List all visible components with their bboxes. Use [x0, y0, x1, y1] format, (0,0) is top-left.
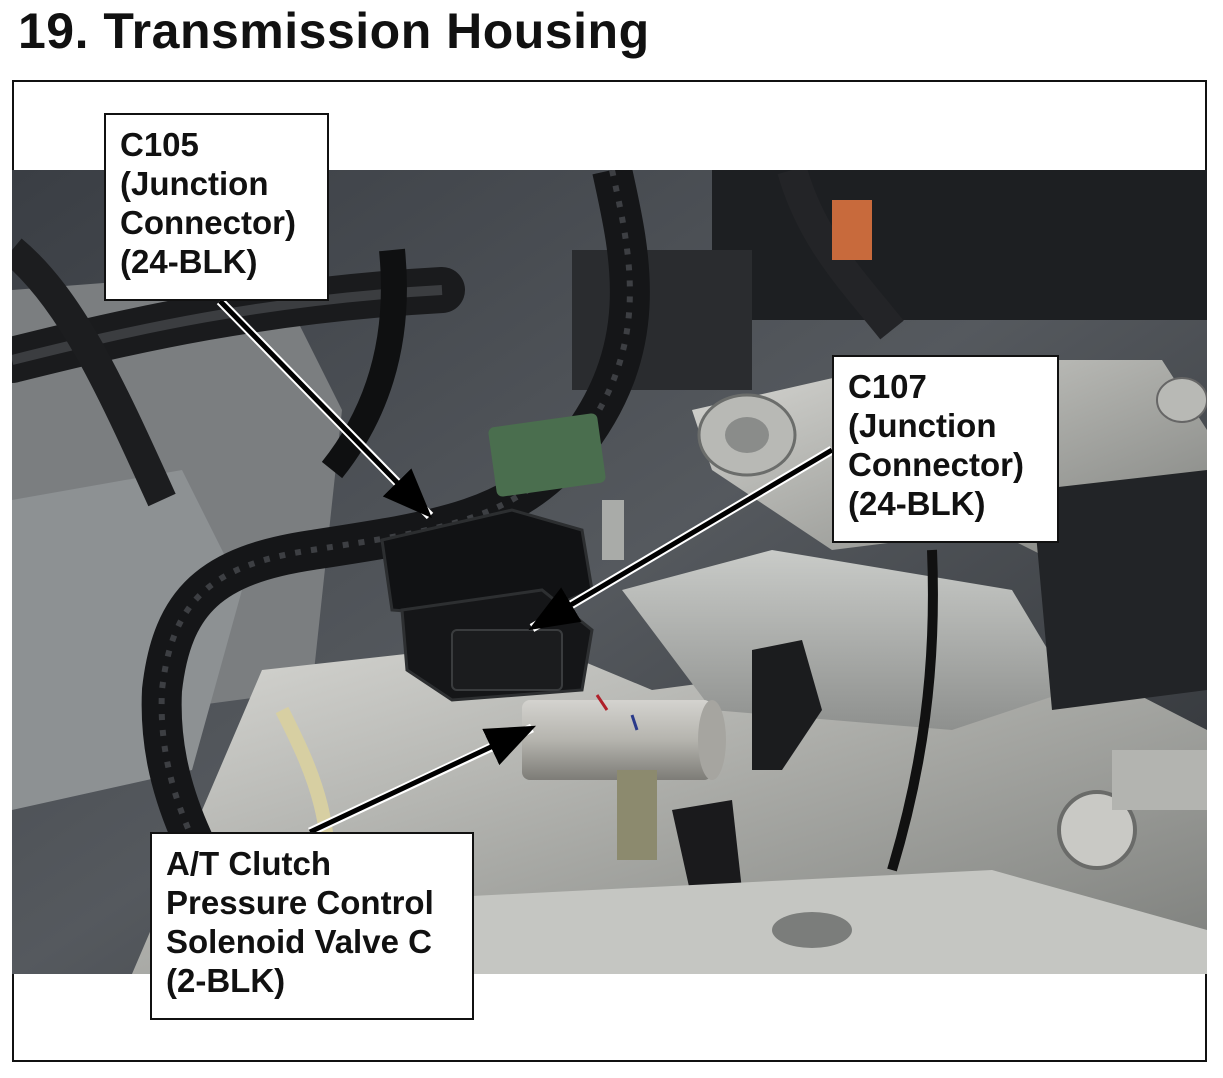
callout-line: Connector)	[848, 446, 1024, 483]
c107-junction-connector-callout: C107 (Junction Connector) (24-BLK)	[832, 355, 1059, 543]
callout-line: (24-BLK)	[848, 485, 986, 522]
callout-line: Connector)	[120, 204, 296, 241]
callout-line: A/T Clutch	[166, 845, 331, 882]
callout-line: C107	[848, 368, 927, 405]
callout-line: Pressure Control	[166, 884, 434, 921]
c105-junction-connector-callout: C105 (Junction Connector) (24-BLK)	[104, 113, 329, 301]
callout-line: (Junction	[848, 407, 997, 444]
callout-line: Solenoid Valve C	[166, 923, 432, 960]
page-title: 19. Transmission Housing	[18, 3, 650, 59]
callout-line: (2-BLK)	[166, 962, 286, 999]
callout-line: (Junction	[120, 165, 269, 202]
solenoid-valve-callout: A/T Clutch Pressure Control Solenoid Val…	[150, 832, 474, 1020]
callout-line: (24-BLK)	[120, 243, 258, 280]
callout-line: C105	[120, 126, 199, 163]
